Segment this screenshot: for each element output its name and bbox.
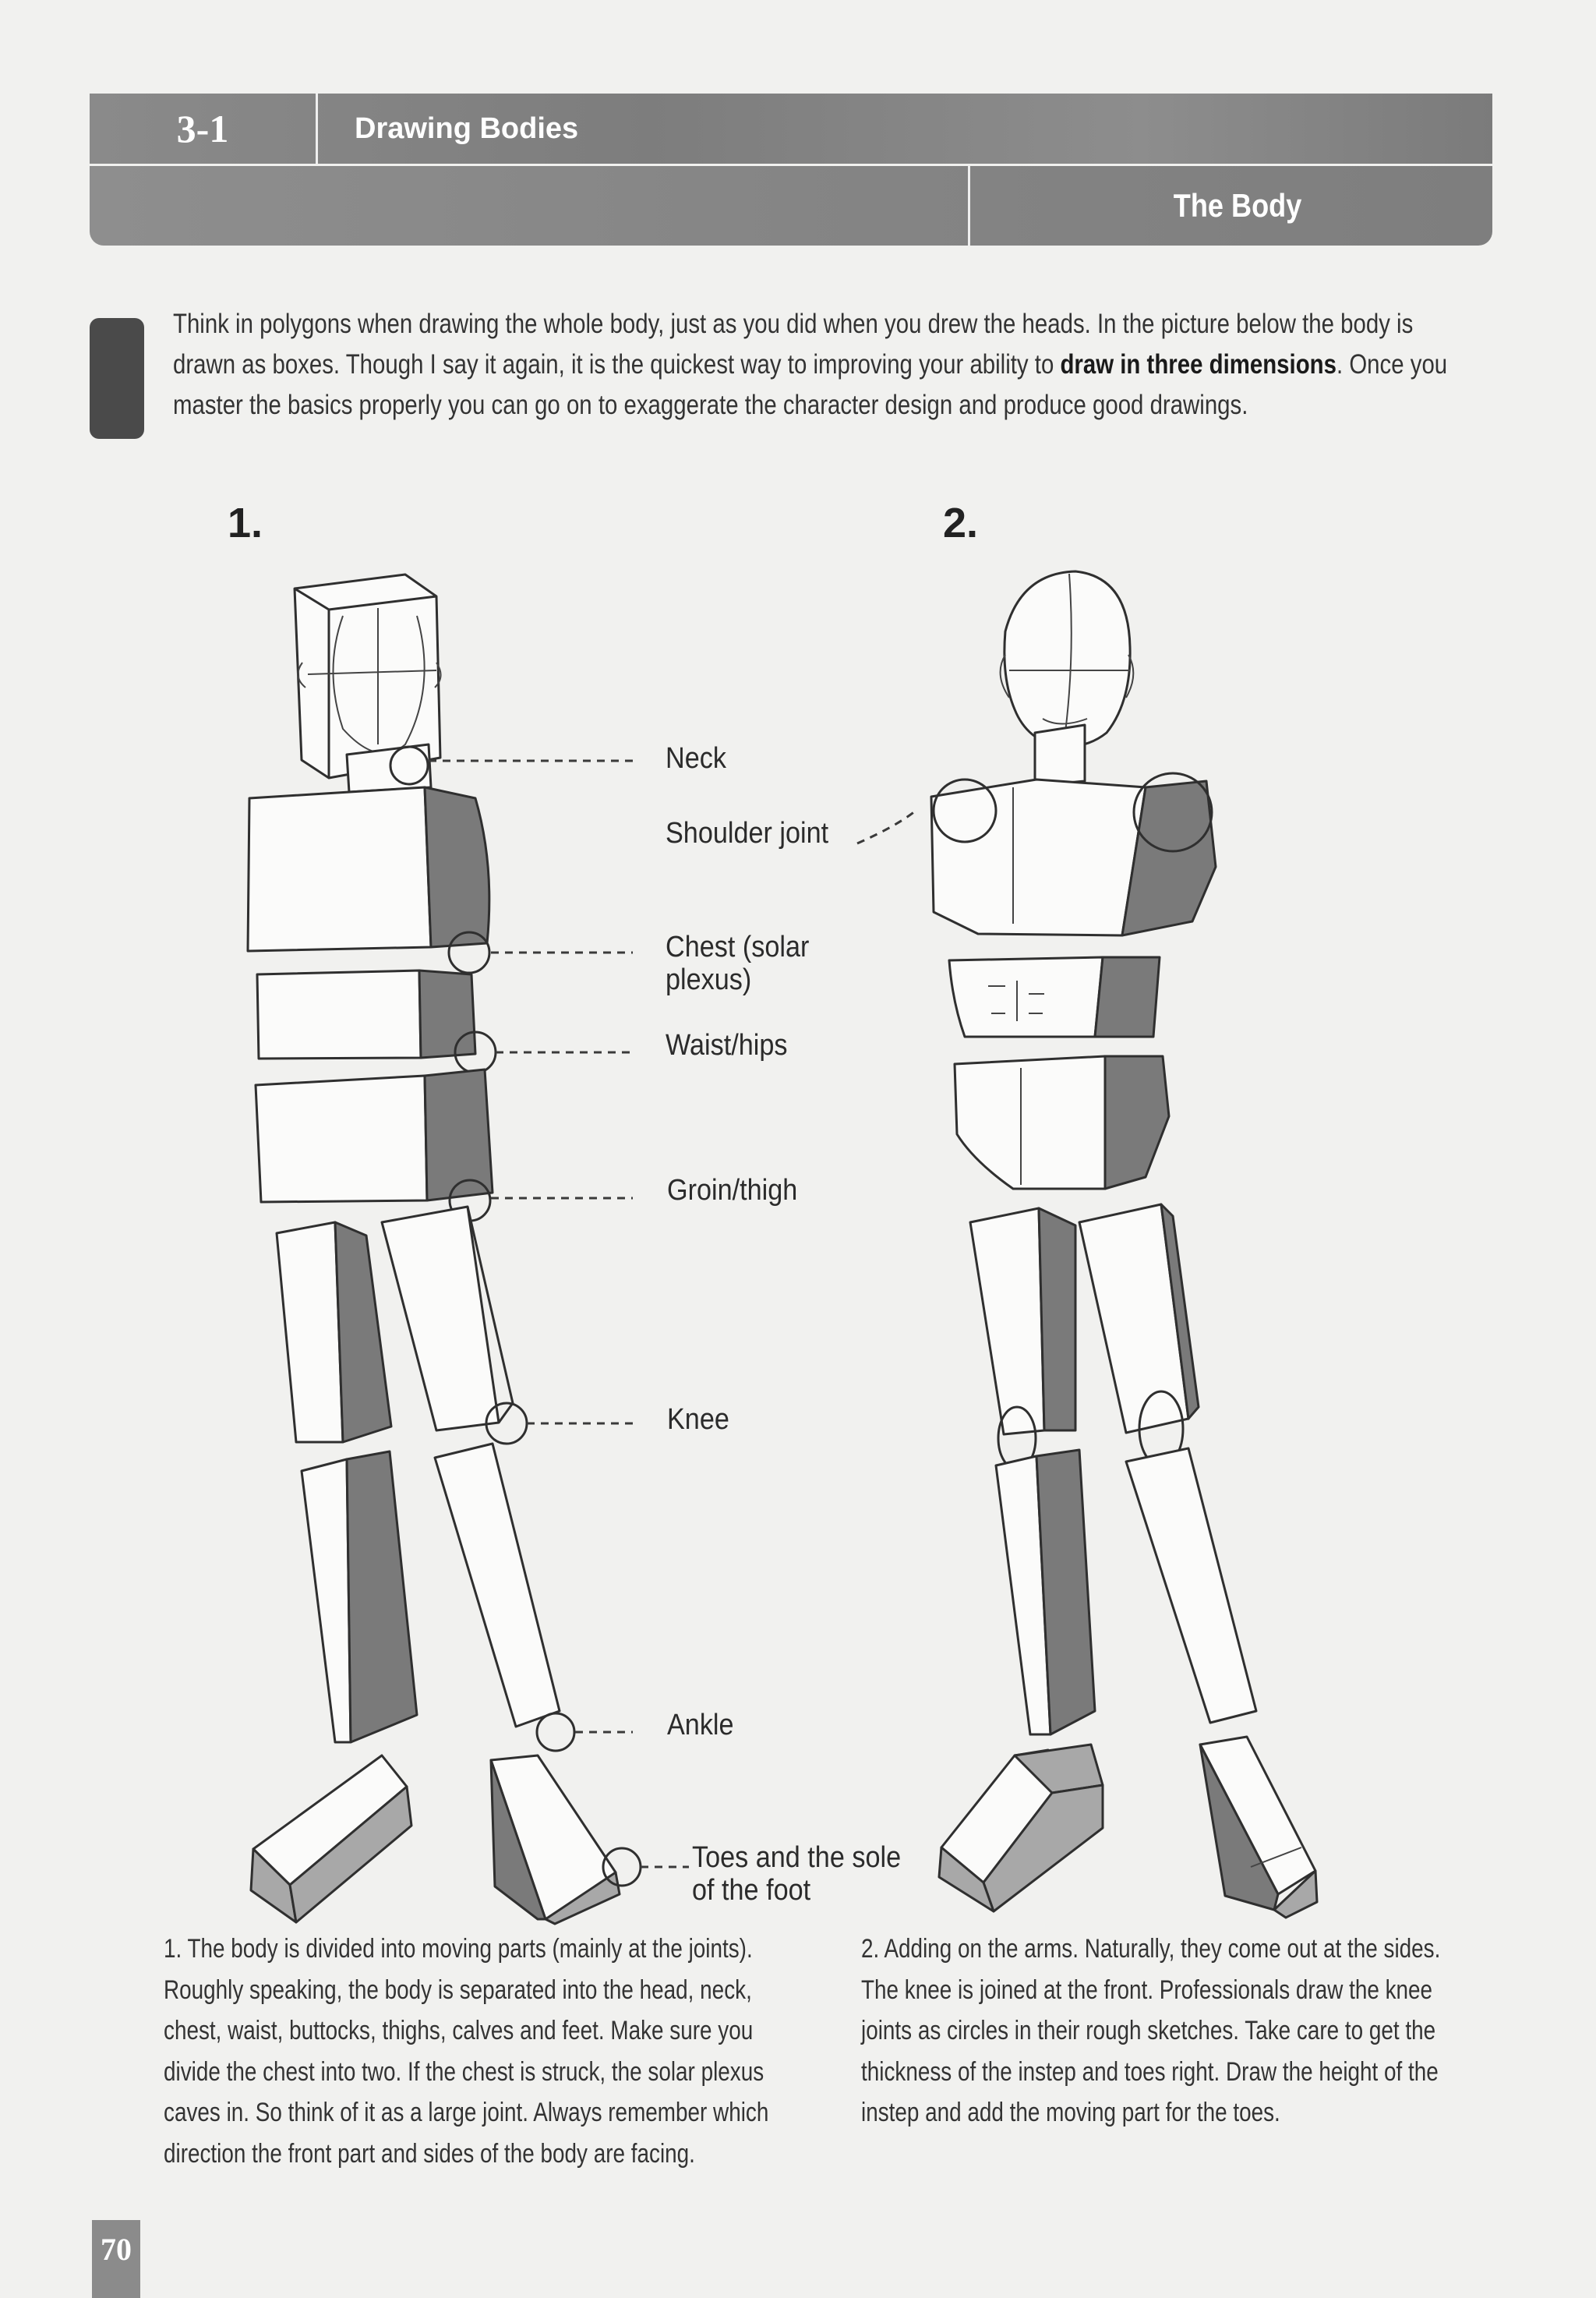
caption-2-text: 2. Adding on the arms. Naturally, they c… [861, 1934, 1441, 2127]
intro-marker-bar [90, 318, 144, 439]
fig2-left-shoulder-joint [932, 778, 998, 843]
fig2-head [1003, 570, 1132, 748]
section-header: 3-1 Drawing Bodies [90, 94, 1492, 164]
fig2-hips [953, 1055, 1107, 1190]
fig1-chest [246, 786, 433, 953]
figure-2-number: 2. [943, 500, 979, 546]
fig1-left-thigh [275, 1221, 344, 1444]
fig2-right-shoulder-joint [1132, 772, 1213, 853]
subsection-header: The Body [90, 166, 1492, 246]
label-leader-lines [429, 759, 916, 1868]
figure-1-number: 1. [228, 500, 263, 546]
section-number: 3-1 [176, 107, 229, 150]
label-neck: Neck [666, 742, 726, 775]
page-number-box: 70 [92, 2220, 140, 2298]
caption-figure-2: 2. Adding on the arms. Naturally, they c… [861, 1929, 1474, 2134]
label-ankle: Ankle [667, 1709, 734, 1741]
label-chest: Chest (solar plexus) [666, 931, 810, 996]
intro-text: Think in polygons when drawing the whole… [173, 309, 1414, 380]
fig2-neck [1033, 723, 1086, 787]
section-title: Drawing Bodies [355, 111, 579, 145]
fig1-waist [256, 969, 422, 1060]
page-number: 70 [101, 2232, 132, 2267]
label-waist: Waist/hips [666, 1029, 788, 1062]
fig2-left-thigh [969, 1207, 1046, 1436]
intro-text-end: . Once you master the basics properly yo… [173, 349, 1448, 420]
intro-paragraph: Think in polygons when drawing the whole… [173, 304, 1476, 426]
subsection-title: The Body [1173, 187, 1301, 224]
fig2-waist [948, 956, 1104, 1038]
fig1-hips [254, 1074, 429, 1204]
label-knee: Knee [667, 1403, 729, 1436]
label-shoulder-joint: Shoulder joint [666, 817, 829, 850]
header-divider [316, 94, 318, 164]
figure-1-box-body [246, 573, 642, 1925]
label-toes: Toes and the sole of the foot [692, 1841, 902, 1907]
label-groin: Groin/thigh [667, 1174, 798, 1207]
body-illustrations [246, 570, 1319, 1925]
fig1-head [293, 573, 442, 780]
fig2-chest [930, 778, 1147, 937]
caption-figure-1: 1. The body is divided into moving parts… [164, 1929, 796, 2174]
intro-bold-text: draw in three dimensions [1060, 349, 1336, 380]
caption-1-text: 1. The body is divided into moving parts… [164, 1934, 769, 2169]
figure-2-body [930, 570, 1319, 1919]
subheader-divider [968, 166, 970, 246]
fig1-left-calf [300, 1458, 352, 1744]
